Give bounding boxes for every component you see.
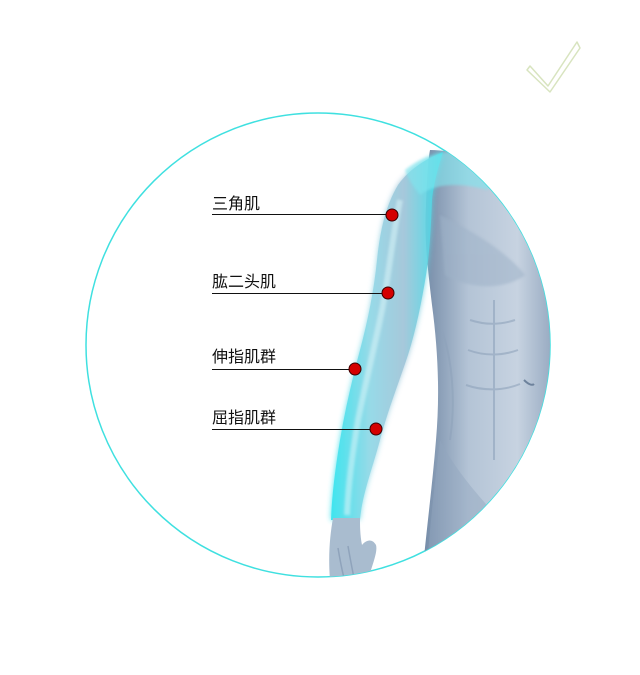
- marker-dot: [369, 422, 383, 436]
- checkmark-icon: [526, 41, 581, 93]
- muscle-label: 屈指肌群: [212, 408, 276, 427]
- muscle-annotation-biceps: 肱二头肌: [212, 272, 395, 300]
- muscle-label: 三角肌: [212, 194, 260, 213]
- marker-dot: [381, 286, 395, 300]
- muscle-label: 伸指肌群: [212, 347, 276, 366]
- muscle-annotation-extensors: 伸指肌群: [212, 347, 362, 376]
- muscle-annotation-deltoid: 三角肌: [212, 194, 399, 222]
- muscle-label: 肱二头肌: [212, 272, 276, 291]
- muscle-annotation-flexors: 屈指肌群: [212, 408, 383, 436]
- marker-dot: [385, 208, 399, 222]
- marker-dot: [348, 362, 362, 376]
